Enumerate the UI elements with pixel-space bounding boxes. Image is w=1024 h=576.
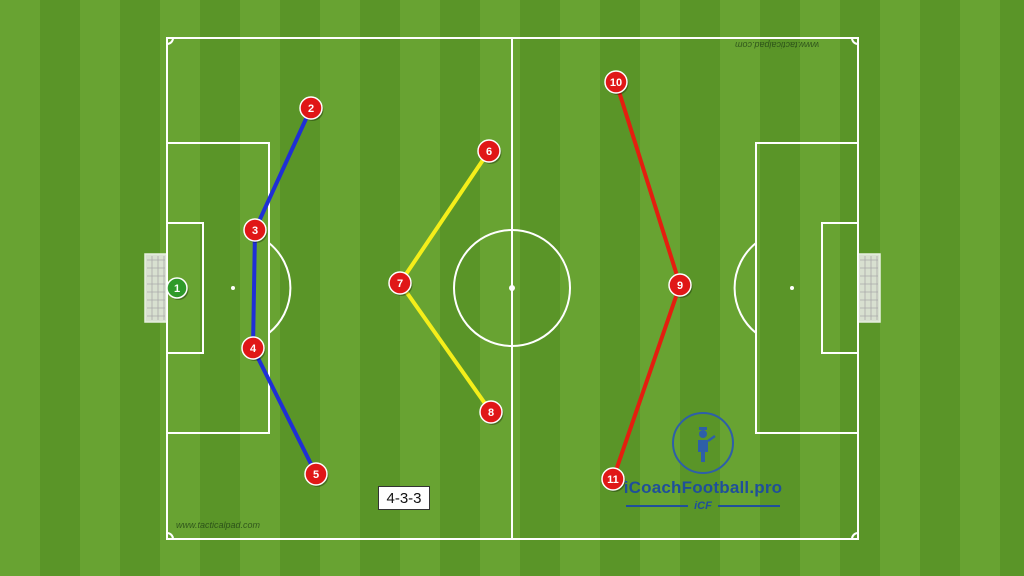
right-goal — [857, 253, 881, 323]
player-6[interactable]: 6 — [477, 139, 502, 164]
player-4-number: 4 — [250, 343, 257, 355]
player-7[interactable]: 7 — [388, 271, 413, 296]
player-11[interactable]: 11 — [601, 467, 626, 492]
right-penalty-area — [755, 142, 859, 434]
player-9-number: 9 — [677, 280, 683, 292]
player-1-marker — [166, 277, 188, 299]
watermark-bottom: www.tacticalpad.com — [176, 520, 261, 530]
midfield-line — [398, 149, 493, 414]
brand-name: iCoachFootball.pro — [623, 478, 783, 497]
player-6-number: 6 — [486, 146, 492, 158]
player-8-number: 8 — [488, 407, 494, 419]
player-10-number: 10 — [610, 77, 622, 89]
player-11-number: 11 — [607, 474, 619, 486]
player-7-marker — [388, 271, 412, 295]
player-9-marker — [668, 273, 692, 297]
players: 1 2 3 4 5 6 7 8 9 10 11 — [166, 70, 693, 492]
player-9[interactable]: 9 — [668, 273, 693, 298]
player-5-number: 5 — [313, 469, 319, 481]
player-3-number: 3 — [252, 225, 258, 237]
player-3-marker — [243, 218, 267, 242]
player-4-marker — [241, 336, 265, 360]
pitch-spots — [231, 285, 794, 291]
defense-line — [251, 106, 318, 476]
formation-label: 4-3-3 — [378, 486, 430, 510]
player-3[interactable]: 3 — [243, 218, 268, 243]
center-spot — [509, 285, 515, 291]
player-11-marker — [601, 467, 625, 491]
brand-sub-row: iCF — [598, 500, 808, 512]
player-2-marker — [299, 96, 323, 120]
center-circle — [453, 229, 571, 347]
corner-arc-bottom-right — [851, 532, 859, 540]
player-2-number: 2 — [308, 103, 314, 115]
left-penalty-arc — [268, 242, 292, 334]
player-4[interactable]: 4 — [241, 336, 266, 361]
player-5-marker — [304, 462, 328, 486]
left-penalty-spot — [231, 286, 235, 290]
player-6-marker — [477, 139, 501, 163]
brand-abbreviation: iCF — [694, 500, 712, 512]
right-goal-area — [821, 222, 859, 354]
watermark-top: www.tacticalpad.com — [735, 40, 820, 50]
brand-divider-right — [717, 505, 780, 507]
left-goal — [144, 253, 168, 323]
player-1[interactable]: 1 — [166, 277, 189, 300]
right-penalty-spot — [790, 286, 794, 290]
player-10-marker — [604, 70, 628, 94]
coach-icon — [672, 412, 734, 474]
corner-arc-top-right — [851, 37, 859, 45]
brand-divider-left — [626, 505, 689, 507]
corner-arc-top-left — [166, 37, 174, 45]
corner-arc-bottom-left — [166, 532, 174, 540]
right-penalty-arc — [733, 242, 757, 334]
player-2[interactable]: 2 — [299, 96, 324, 121]
brand-logo: iCoachFootball.pro iCF — [598, 412, 808, 512]
player-7-number: 7 — [397, 278, 403, 290]
player-1-number: 1 — [174, 283, 180, 295]
player-5[interactable]: 5 — [304, 462, 329, 487]
player-8-marker — [479, 400, 503, 424]
player-10[interactable]: 10 — [604, 70, 629, 95]
player-8[interactable]: 8 — [479, 400, 504, 425]
